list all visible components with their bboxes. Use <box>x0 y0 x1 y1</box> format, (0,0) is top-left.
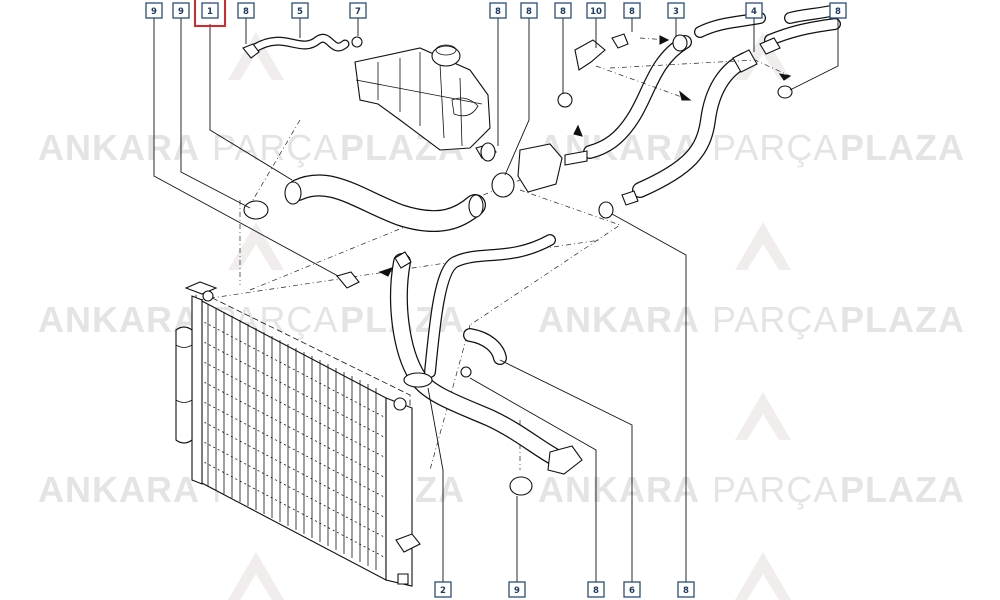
clamp-icon <box>509 476 533 496</box>
svg-text:6: 6 <box>629 586 635 596</box>
svg-text:9: 9 <box>178 7 184 17</box>
watermark-text: ANKARA <box>38 469 200 510</box>
svg-text:4: 4 <box>751 7 757 17</box>
callout-1-highlighted[interactable]: 1 <box>194 0 226 27</box>
leader-lines <box>153 18 839 583</box>
watermark: ANKARA PARÇA PLAZA ANKARA PARÇA PLAZA AN… <box>38 32 965 600</box>
callout-8[interactable]: 8 <box>520 2 538 19</box>
watermark-text: ANKARA <box>538 299 700 340</box>
callout-8[interactable]: 8 <box>489 2 507 19</box>
clamp-icon <box>611 33 629 49</box>
watermark-text: ANKARA <box>538 469 700 510</box>
watermark-text: PARÇA <box>212 127 338 168</box>
clamp-icon <box>351 36 363 48</box>
radiator-core <box>199 304 387 570</box>
svg-text:7: 7 <box>355 7 361 17</box>
callout-6[interactable]: 6 <box>623 581 641 598</box>
watermark-text: PLAZA <box>840 127 965 168</box>
svg-text:9: 9 <box>514 586 520 596</box>
watermark-text: PLAZA <box>840 469 965 510</box>
svg-text:8: 8 <box>526 7 532 17</box>
callout-8[interactable]: 8 <box>623 2 641 19</box>
clamp-icon <box>480 142 496 162</box>
callout-9[interactable]: 9 <box>145 2 163 19</box>
hose-3 <box>583 35 692 159</box>
watermark-text: PLAZA <box>840 299 965 340</box>
callout-8[interactable]: 8 <box>829 2 847 19</box>
svg-text:8: 8 <box>243 7 249 17</box>
svg-text:8: 8 <box>593 586 599 596</box>
clamp-icon <box>598 201 614 219</box>
radiator <box>175 281 421 587</box>
hose-6 <box>463 328 507 365</box>
svg-text:10: 10 <box>590 7 602 17</box>
clamp-icon <box>491 172 515 198</box>
callout-8[interactable]: 8 <box>677 581 695 598</box>
clamp-icon <box>243 200 269 220</box>
callout-9[interactable]: 9 <box>508 581 526 598</box>
svg-text:8: 8 <box>629 7 635 17</box>
watermark-text: ANKARA <box>38 299 200 340</box>
svg-text:2: 2 <box>440 586 446 596</box>
hose-end <box>672 34 688 52</box>
hose-1 <box>284 174 486 233</box>
hose-2 <box>390 234 583 475</box>
hose-bracket-10 <box>574 39 606 71</box>
callout-8[interactable]: 8 <box>554 2 572 19</box>
callout-2[interactable]: 2 <box>434 581 452 598</box>
callout-8[interactable]: 8 <box>237 2 255 19</box>
clamp-icon <box>777 85 793 99</box>
callout-8[interactable]: 8 <box>587 581 605 598</box>
callouts: 9 9 1 8 5 7 8 8 <box>145 0 847 598</box>
callout-5[interactable]: 5 <box>291 2 309 19</box>
callout-3[interactable]: 3 <box>667 2 685 19</box>
watermark-text: PARÇA <box>712 299 838 340</box>
callout-10[interactable]: 10 <box>586 2 606 19</box>
clamp-icon <box>242 43 260 59</box>
callout-7[interactable]: 7 <box>349 2 367 19</box>
svg-text:3: 3 <box>673 7 679 17</box>
callout-9[interactable]: 9 <box>172 2 190 19</box>
watermark-text: PARÇA <box>712 127 838 168</box>
hose-5 <box>250 33 350 53</box>
svg-text:8: 8 <box>560 7 566 17</box>
clamp-icon <box>336 271 360 289</box>
coolant-fitting-4 <box>732 49 758 73</box>
svg-text:9: 9 <box>151 7 157 17</box>
clamp-icon <box>460 366 472 378</box>
svg-text:5: 5 <box>297 7 303 17</box>
svg-text:8: 8 <box>495 7 501 17</box>
hose-4 <box>632 52 753 198</box>
svg-text:8: 8 <box>683 586 689 596</box>
thermostat-housing <box>517 143 563 193</box>
watermark-text: ANKARA <box>38 127 200 168</box>
svg-text:8: 8 <box>835 7 841 17</box>
callout-4[interactable]: 4 <box>745 2 763 19</box>
small-parts <box>242 33 793 496</box>
watermark-text: PARÇA <box>712 469 838 510</box>
clamp-icon <box>557 92 573 108</box>
svg-text:1: 1 <box>207 7 213 17</box>
